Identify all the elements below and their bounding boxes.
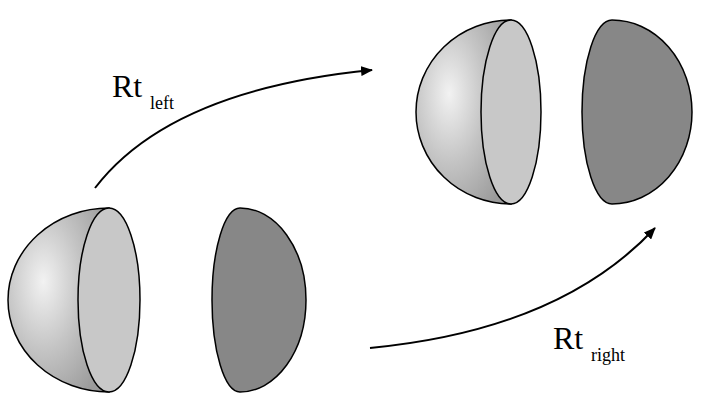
right-hemisphere-face: [212, 208, 306, 392]
transform-arrow: [370, 228, 655, 348]
hemisphere-face: [481, 20, 541, 204]
left-hemisphere-moved: [416, 20, 541, 204]
transform-subscript: left: [150, 94, 174, 112]
right-hemisphere-face-moved: [582, 20, 692, 204]
left-hemisphere: [8, 208, 140, 392]
transform-subscript: right: [591, 346, 625, 364]
transform-symbol: Rt: [112, 70, 142, 102]
transform-symbol: Rt: [553, 322, 583, 354]
transform-arrow: [95, 70, 372, 188]
hemisphere-face: [78, 208, 140, 392]
